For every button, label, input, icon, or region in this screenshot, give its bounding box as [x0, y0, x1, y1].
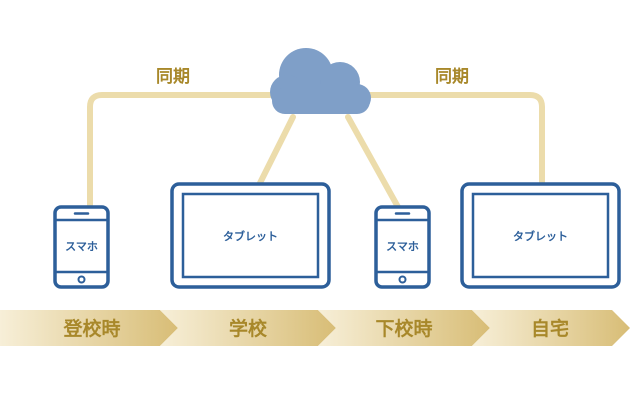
- tablet-2-label: タブレット: [513, 229, 568, 243]
- smartphone-icon-1: [53, 205, 110, 289]
- timeline-label-4: 自宅: [531, 317, 569, 340]
- timeline: 登校時 学校 下校時 自宅: [0, 310, 630, 346]
- timeline-arrow-2: [160, 310, 336, 346]
- tablet-1-label: タブレット: [223, 229, 278, 243]
- smartphone-icon-2: [374, 205, 431, 289]
- tablet-icon-1: [170, 182, 331, 289]
- connector-left-phone: [87, 92, 273, 210]
- connector-center-tablet: [257, 114, 296, 186]
- connector-center-phone: [345, 114, 401, 210]
- phone-1-label: スマホ: [65, 240, 98, 253]
- tablet-icon-2: [460, 182, 621, 289]
- sync-label-left: 同期: [156, 67, 190, 87]
- sync-label-right: 同期: [435, 67, 469, 87]
- phone-2-label: スマホ: [386, 240, 419, 253]
- cloud-icon: [270, 48, 371, 114]
- sync-connectors: [87, 92, 545, 210]
- timeline-label-3: 下校時: [375, 317, 432, 340]
- timeline-label-2: 学校: [229, 317, 268, 340]
- timeline-arrow-3: [318, 310, 490, 346]
- connector-right-tablet: [367, 92, 545, 186]
- timeline-label-1: 登校時: [62, 317, 120, 340]
- timeline-arrow-4: [472, 310, 630, 346]
- timeline-arrow-1: [0, 310, 178, 346]
